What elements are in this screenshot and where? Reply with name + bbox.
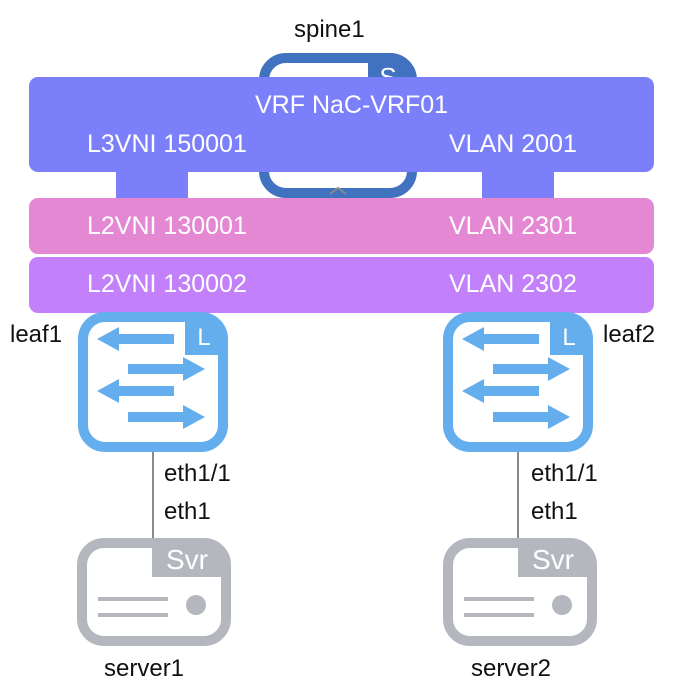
l2vni-band-2: L2VNI 130002 VLAN 2302 (29, 257, 654, 313)
vrf-vlan-label: VLAN 2001 (449, 130, 577, 158)
vrf-band: VRF NaC-VRF01 L3VNI 150001 VLAN 2001 (29, 77, 654, 172)
server2-badge: Svr (532, 544, 574, 575)
l2vni-1-vlan: VLAN 2301 (449, 212, 577, 240)
leaf1-port-label: eth1/1 (164, 460, 231, 487)
leaf2-port-label: eth1/1 (531, 460, 598, 487)
spine1-label: spine1 (294, 16, 365, 43)
l2vni-2-vlan: VLAN 2302 (449, 270, 577, 298)
server2-label: server2 (471, 655, 552, 682)
server1-label: server1 (104, 655, 185, 682)
server1-icon[interactable]: Svr (76, 537, 232, 647)
l2vni-2-label: L2VNI 130002 (87, 270, 247, 298)
vrf-name: VRF NaC-VRF01 (255, 91, 449, 119)
vrf-stem-right (482, 170, 554, 200)
link-leaf2-server2 (517, 452, 519, 538)
l2vni-band-1: L2VNI 130001 VLAN 2301 (29, 198, 654, 254)
leaf2-label: leaf2 (603, 321, 656, 348)
l3vni-label: L3VNI 150001 (87, 130, 247, 158)
leaf1-badge: L (197, 324, 210, 351)
leaf2-badge: L (562, 324, 575, 351)
leaf1-label: leaf1 (10, 321, 63, 348)
server1-port-label: eth1 (164, 498, 211, 525)
leaf2-switch-icon[interactable]: L (442, 312, 594, 453)
server2-icon[interactable]: Svr (442, 537, 598, 647)
link-leaf1-server1 (152, 452, 154, 538)
vrf-stem-left (116, 170, 188, 200)
leaf1-switch-icon[interactable]: L (77, 312, 229, 453)
server1-badge: Svr (166, 544, 208, 575)
l2vni-1-label: L2VNI 130001 (87, 212, 247, 240)
server2-port-label: eth1 (531, 498, 578, 525)
